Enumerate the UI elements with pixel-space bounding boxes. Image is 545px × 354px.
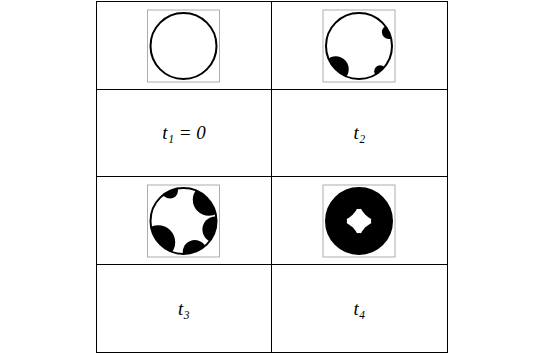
time-label: t₃ (178, 298, 190, 320)
time-label: t₄ (354, 298, 366, 320)
table-grid (97, 2, 448, 353)
black-region (141, 183, 228, 265)
black-region (305, 167, 413, 275)
time-label: t₁ = 0 (162, 122, 206, 144)
black-region (323, 25, 396, 82)
circle-outline (151, 13, 393, 254)
time-label: t₂ (354, 122, 366, 144)
image-frame (148, 10, 396, 257)
